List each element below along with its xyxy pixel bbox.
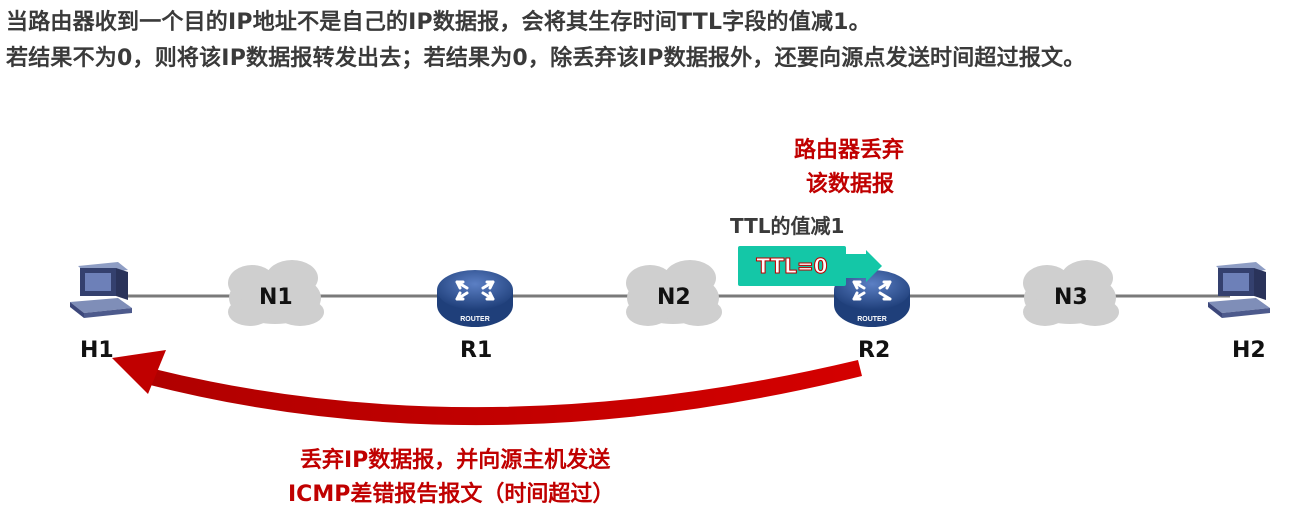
icmp-note-line-2: ICMP差错报告报文（时间超过） xyxy=(288,482,615,507)
node-label-r2: R2 xyxy=(858,338,891,363)
cloud-n2-shape xyxy=(626,260,722,326)
router-r2-icon: ROUTER xyxy=(834,270,910,327)
ttl-decrement-note: TTL的值减1 xyxy=(730,214,845,238)
network-label-n3: N3 xyxy=(1054,285,1088,310)
router-r1-icon: ROUTER xyxy=(437,270,513,327)
cloud-n3-shape xyxy=(1023,260,1119,326)
host-h1-icon xyxy=(70,262,132,318)
drop-note-line-2: 该数据报 xyxy=(806,172,895,197)
ttl-arrow-head xyxy=(844,250,882,282)
network-label-n2: N2 xyxy=(657,285,691,310)
ttl-badge: TTL=0 xyxy=(738,246,846,286)
ttl-value: TTL=0 xyxy=(756,254,828,279)
cloud-n1-shape xyxy=(228,260,324,326)
node-label-r1: R1 xyxy=(460,338,493,363)
icmp-note-line-1: 丢弃IP数据报，并向源主机发送 xyxy=(300,448,611,473)
node-label-h1: H1 xyxy=(80,338,114,363)
drop-note-line-1: 路由器丢弃 xyxy=(794,138,905,163)
icmp-arrow-head xyxy=(112,350,166,394)
node-label-h2: H2 xyxy=(1232,338,1266,363)
header-line-1: 当路由器收到一个目的IP地址不是自己的IP数据报，会将其生存时间TTL字段的值减… xyxy=(6,10,871,35)
icmp-return-arrow xyxy=(146,360,862,426)
header-line-2: 若结果不为0，则将该IP数据报转发出去；若结果为0，除丢弃该IP数据报外，还要向… xyxy=(6,46,1086,71)
host-h2-icon xyxy=(1208,262,1270,318)
router-r2-badge: ROUTER xyxy=(857,316,887,323)
network-label-n1: N1 xyxy=(259,285,293,310)
router-r1-badge: ROUTER xyxy=(460,316,490,323)
